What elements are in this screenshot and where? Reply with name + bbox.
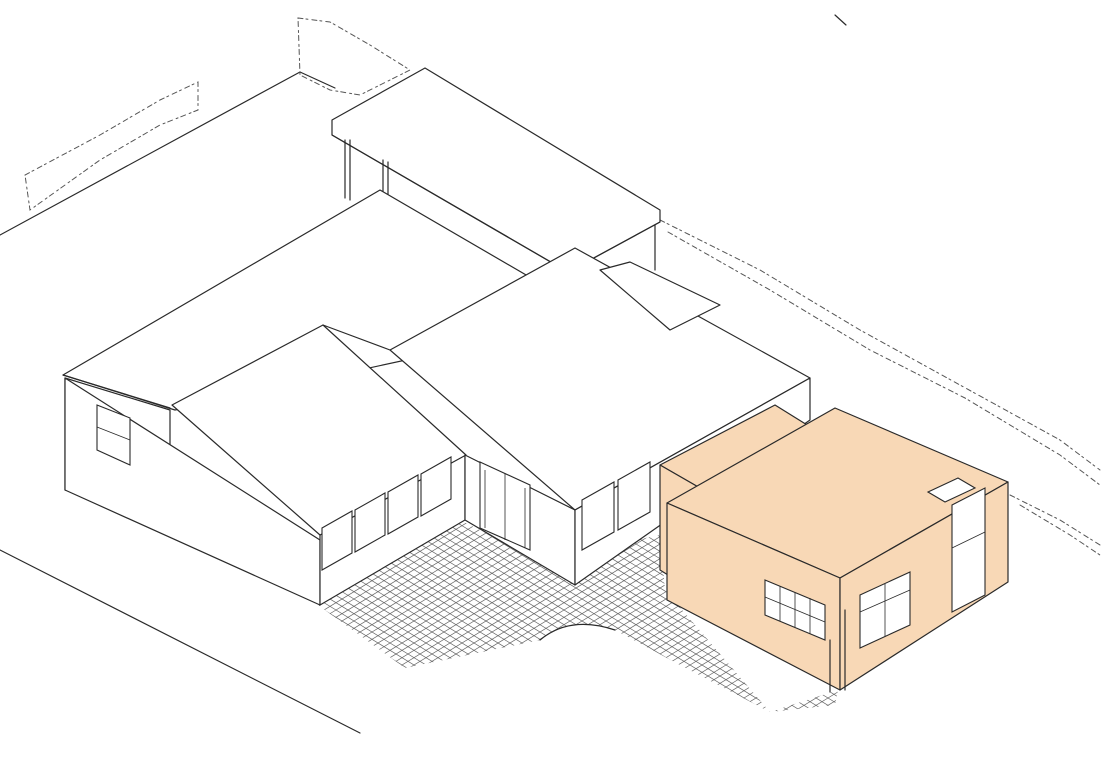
hedge-top [297, 17, 412, 96]
extension-details [764, 477, 986, 693]
hedge-left [24, 81, 199, 211]
window-left-end [96, 404, 131, 466]
glazing-front-left [321, 456, 452, 571]
site-boundary [0, 14, 847, 734]
front-doors [479, 461, 531, 551]
glazing-center [581, 461, 651, 551]
paving-curve-edge [539, 623, 616, 641]
hedge-right [659, 219, 1101, 556]
